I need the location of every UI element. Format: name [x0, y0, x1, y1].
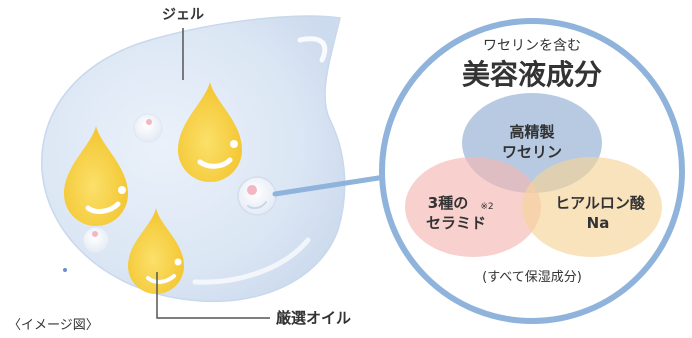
- venn-circle-ceramide: [405, 157, 541, 257]
- panel-title: 美容液成分: [462, 58, 602, 91]
- bubble-right: [237, 176, 277, 216]
- oil-drop-left: [64, 126, 128, 226]
- panel-subtitle: ワセリンを含む: [483, 38, 581, 54]
- bubble-left: [82, 226, 110, 254]
- panel-note: (すべて保湿成分): [482, 270, 582, 285]
- gel-highlight: [297, 36, 328, 63]
- venn-label-hyaluronic-line1: ヒアルロン酸: [555, 194, 646, 212]
- venn-diagram: [405, 93, 662, 257]
- tiny-dot: [63, 268, 67, 272]
- oil-leader-line: [156, 272, 270, 319]
- oil-drop-bottom: [128, 208, 184, 294]
- bubble-top: [133, 113, 163, 143]
- venn-circle-hyaluronic: [522, 157, 662, 257]
- selected-oil-label: 厳選オイル: [276, 309, 351, 327]
- venn-label-ceramide-line2: セラミド: [426, 214, 486, 232]
- gel-highlight-lower: [192, 237, 311, 285]
- image-note-label: 〈イメージ図〉: [8, 318, 99, 333]
- venn-label-vaseline-line1: 高精製: [509, 123, 554, 141]
- venn-label-hyaluronic-line2: Na: [587, 214, 610, 232]
- venn-label-ceramide-line1: 3種の: [428, 194, 468, 212]
- venn-label-ceramide-sup: ※2: [480, 202, 493, 212]
- oil-drop-top: [178, 82, 242, 182]
- gel-label: ジェル: [162, 7, 204, 23]
- venn-label-vaseline-line2: ワセリン: [502, 143, 562, 161]
